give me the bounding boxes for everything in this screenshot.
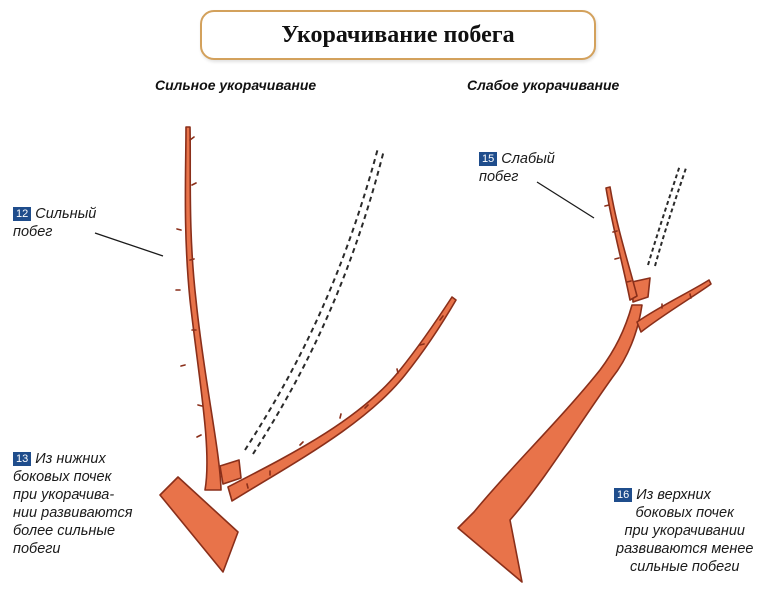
right-weak-shoot <box>605 186 638 301</box>
subtitle-weak-pruning: Слабое укорачивание <box>467 77 620 93</box>
page-title: Укорачивание побега <box>281 21 515 48</box>
left-lateral-buds <box>246 315 444 489</box>
subtitle-strong-pruning: Сильное укорачивание <box>155 77 317 93</box>
badge-13: 13 <box>13 452 32 466</box>
left-strong-shoot <box>184 126 222 491</box>
right-trunk <box>457 304 643 583</box>
left-strong-buds <box>175 136 203 438</box>
leader-line-15 <box>536 181 595 219</box>
left-cut-stub <box>219 459 242 485</box>
right-removed-part <box>647 164 687 267</box>
leader-line-12 <box>94 232 164 257</box>
badge-15: 15 <box>479 152 498 166</box>
left-trunk <box>159 476 239 573</box>
badge-12: 12 <box>13 207 32 221</box>
title-box: Укорачивание побега <box>200 10 596 60</box>
badge-16: 16 <box>614 488 633 502</box>
right-buds <box>604 204 692 309</box>
left-lateral-shoot <box>227 296 457 502</box>
